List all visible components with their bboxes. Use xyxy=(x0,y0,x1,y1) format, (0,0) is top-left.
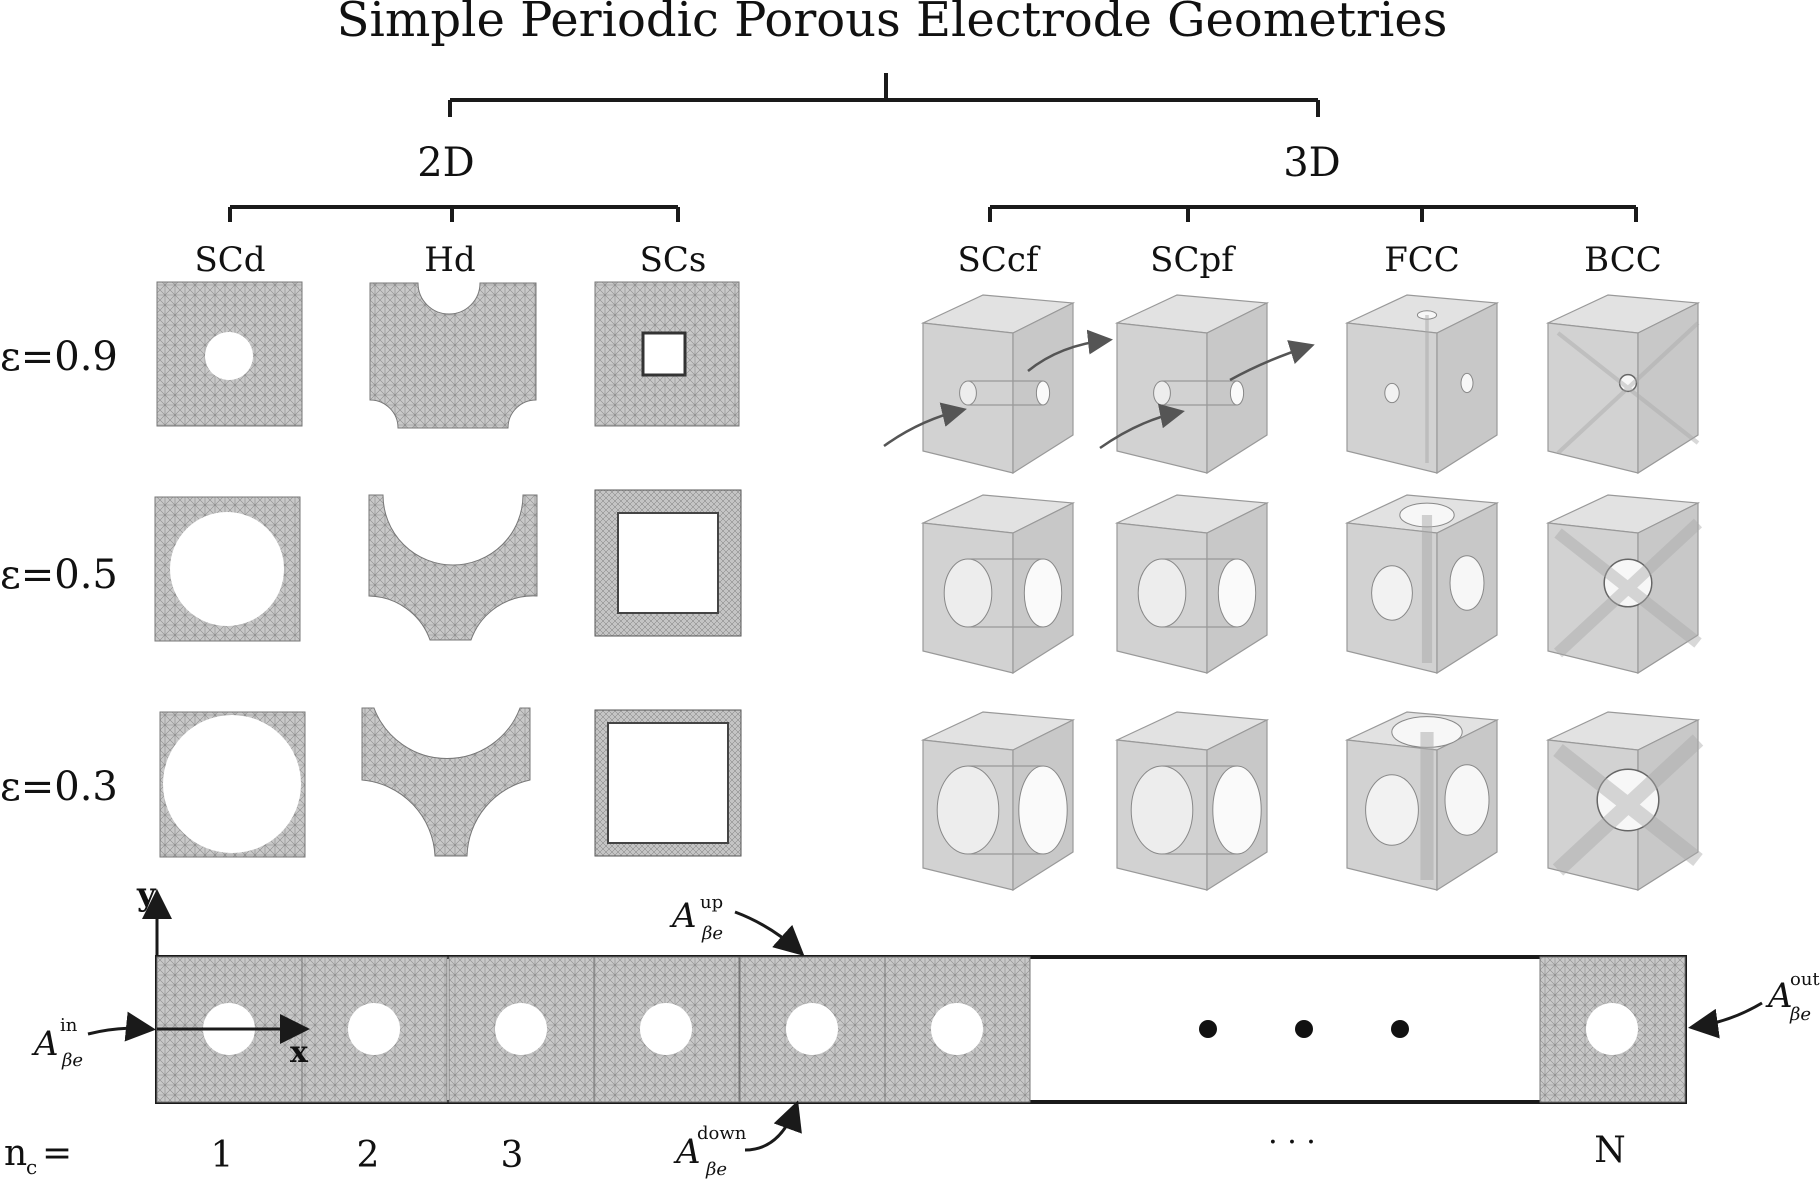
svg-text:=: = xyxy=(42,1133,72,1174)
strip-cell xyxy=(448,956,595,1103)
strip-cell xyxy=(1539,956,1686,1103)
tile-scs-0.5 xyxy=(594,489,742,637)
tile-scd-0.9 xyxy=(156,281,303,427)
label-a-up: A up βe xyxy=(669,892,805,957)
axis-x-label: x xyxy=(290,1035,309,1070)
tile-scd-0.3 xyxy=(159,711,306,858)
svg-text:βe: βe xyxy=(61,1050,83,1071)
cube-bcc-0.9 xyxy=(1545,294,1701,475)
strip-cell xyxy=(301,956,448,1103)
cube-fcc-0.9 xyxy=(1344,294,1500,475)
svg-text:βe: βe xyxy=(701,923,723,944)
col-label-scpf: SCpf xyxy=(1150,240,1236,280)
tile-hd-0.5 xyxy=(368,494,538,641)
strip-cell xyxy=(593,956,740,1103)
cube-sccf-0.9 xyxy=(920,294,1076,475)
svg-text:c: c xyxy=(26,1155,37,1179)
cube-sccf-0.5 xyxy=(920,494,1076,675)
svg-text:A: A xyxy=(1765,976,1793,1016)
cube-sccf-0.3 xyxy=(920,711,1076,892)
cube-scpf-0.5 xyxy=(1114,494,1270,675)
svg-text:out: out xyxy=(1790,969,1820,990)
label-a-out: A out βe xyxy=(1688,969,1820,1039)
figure-title: Simple Periodic Porous Electrode Geometr… xyxy=(337,0,1448,48)
cube-grid xyxy=(920,294,1704,892)
axis-y-label: y xyxy=(136,875,157,913)
strip-cells xyxy=(156,956,1686,1103)
svg-text:βe: βe xyxy=(1789,1004,1811,1025)
svg-text:A: A xyxy=(669,896,697,936)
row-label-0.9: ε=0.9 xyxy=(0,334,118,380)
tile-hd-0.9 xyxy=(369,282,537,429)
cube-fcc-0.3 xyxy=(1344,711,1500,892)
cube-bcc-0.3 xyxy=(1545,711,1704,892)
tile-hd-0.3 xyxy=(361,707,531,857)
cell-number-2: 2 xyxy=(357,1135,380,1176)
cube-fcc-0.5 xyxy=(1344,494,1500,675)
nc-label: n c = xyxy=(4,1133,72,1179)
svg-text:βe: βe xyxy=(705,1159,727,1179)
cell-number-3: 3 xyxy=(501,1135,524,1176)
flow-arrows xyxy=(883,329,1315,450)
strip-ellipsis xyxy=(1199,1020,1409,1038)
cell-number-n: N xyxy=(1594,1130,1626,1171)
group-label-3d: 3D xyxy=(1283,140,1341,186)
bracket-3d xyxy=(988,205,1638,222)
svg-text:A: A xyxy=(673,1132,701,1172)
col-label-fcc: FCC xyxy=(1384,240,1460,280)
tile-scd-0.5 xyxy=(154,496,301,642)
label-a-down: A down βe xyxy=(673,1100,802,1179)
svg-text:A: A xyxy=(31,1024,59,1064)
row-label-0.5: ε=0.5 xyxy=(0,552,118,598)
cube-scpf-0.3 xyxy=(1114,711,1270,892)
col-label-scs: SCs xyxy=(640,240,707,280)
row-label-0.3: ε=0.3 xyxy=(0,764,118,810)
svg-text:in: in xyxy=(60,1015,78,1036)
top-bracket xyxy=(448,73,1320,117)
strip-cell xyxy=(884,956,1031,1103)
tile-scs-0.3 xyxy=(594,709,742,857)
cube-bcc-0.5 xyxy=(1545,494,1703,675)
svg-text:down: down xyxy=(697,1123,747,1144)
label-a-in: A in βe xyxy=(31,1011,156,1071)
col-label-bcc: BCC xyxy=(1584,240,1662,280)
strip-cell xyxy=(739,956,886,1103)
group-label-2d: 2D xyxy=(417,140,475,186)
svg-text:n: n xyxy=(4,1133,27,1174)
col-label-sccf: SCcf xyxy=(958,240,1041,280)
cell-number-1: 1 xyxy=(211,1135,234,1176)
cube-scpf-0.9 xyxy=(1114,294,1270,475)
bracket-2d xyxy=(228,205,680,222)
col-label-scd: SCd xyxy=(194,240,265,280)
tile-scs-0.9 xyxy=(594,281,740,427)
svg-text:up: up xyxy=(700,892,723,913)
col-label-hd: Hd xyxy=(424,240,475,280)
cell-number-dots: · · · xyxy=(1268,1125,1316,1160)
